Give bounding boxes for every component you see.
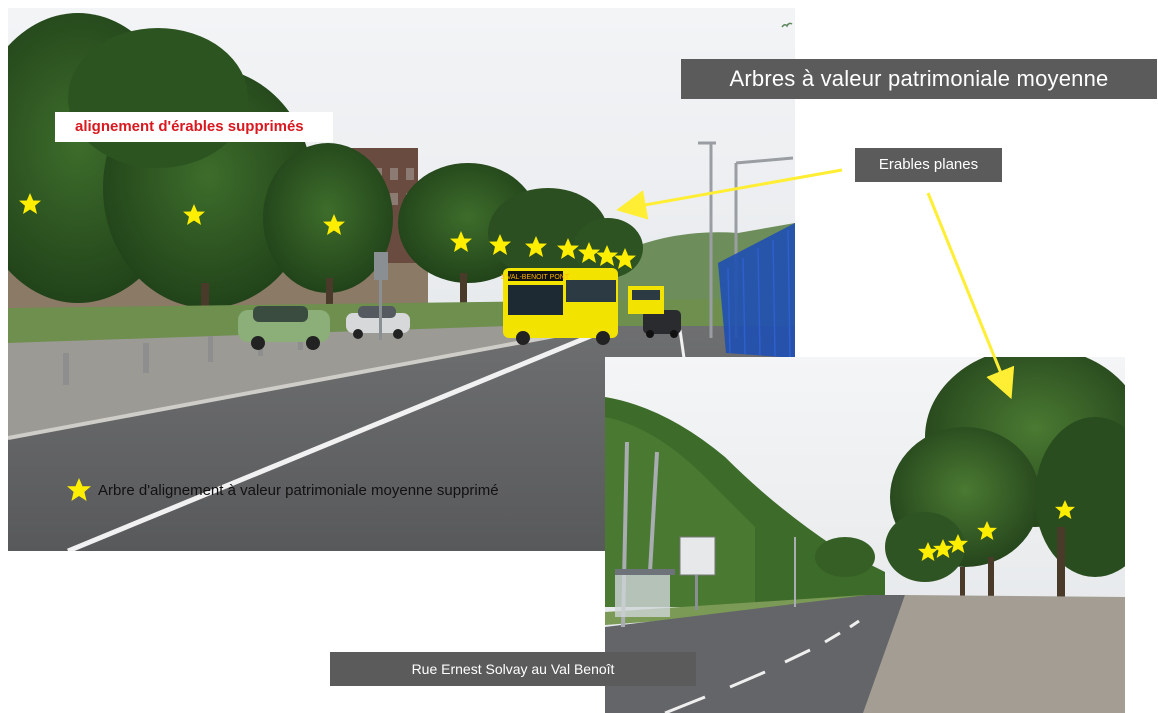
star-icon	[450, 231, 472, 252]
star-icon	[525, 236, 547, 257]
star-icon	[19, 193, 41, 214]
star-icon	[578, 242, 600, 263]
removed-tree-markers-2	[918, 500, 1075, 561]
star-icon	[1055, 500, 1075, 519]
removed-alignment-label: alignement d'érables supprimés	[55, 112, 333, 142]
star-icon	[557, 238, 579, 259]
star-icon	[67, 478, 91, 501]
star-icon	[183, 204, 205, 225]
street-photo-maples	[605, 357, 1125, 713]
bus-destination: 3 VAL-BENOIT PONT	[501, 274, 570, 281]
star-icon	[489, 234, 511, 255]
street-photo-bus: 3 VAL-BENOIT PONT	[8, 8, 795, 551]
erables-planes-label: Erables planes	[855, 148, 1002, 182]
star-icon	[596, 245, 618, 266]
star-icon	[948, 534, 968, 553]
bird-icon	[781, 19, 793, 31]
legend-text: Arbre d'alignement à valeur patrimoniale…	[98, 481, 499, 499]
star-icon	[614, 248, 636, 269]
legend: Arbre d'alignement à valeur patrimoniale…	[66, 476, 499, 504]
street-caption: Rue Ernest Solvay au Val Benoît	[330, 652, 696, 686]
removed-tree-markers	[19, 193, 636, 269]
bus	[503, 268, 664, 345]
star-icon	[977, 521, 997, 540]
star-icon	[918, 542, 938, 561]
slide-title: Arbres à valeur patrimoniale moyenne	[681, 59, 1157, 99]
star-icon	[933, 539, 953, 558]
star-icon	[323, 214, 345, 235]
